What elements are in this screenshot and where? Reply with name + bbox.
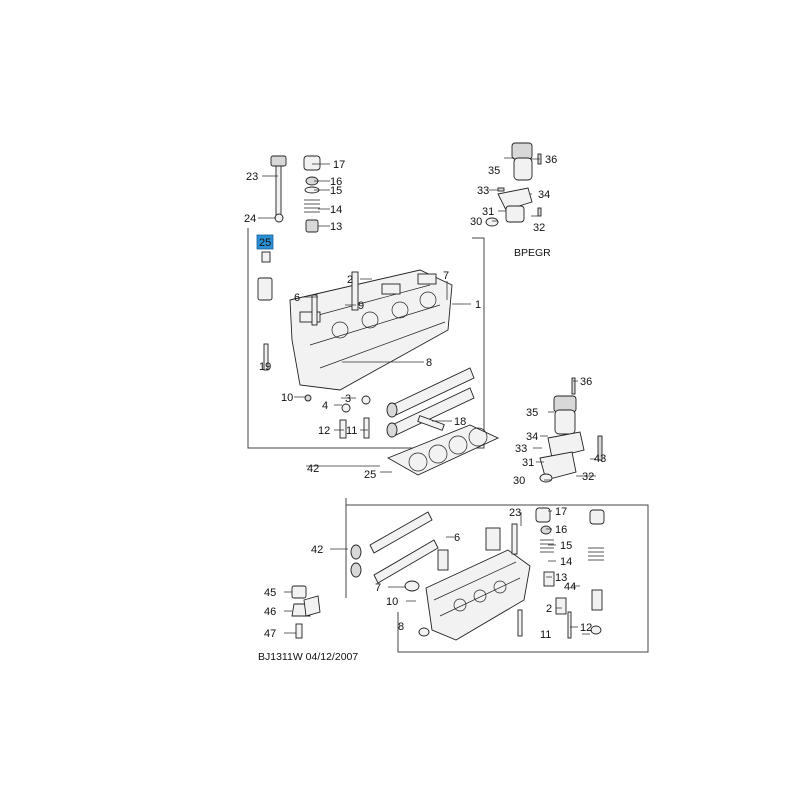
callout-6: 6 <box>294 292 300 304</box>
valve-parts-column-lower <box>535 507 605 639</box>
head-gasket-upper <box>386 424 500 476</box>
callout-34-lower: 34 <box>526 431 538 443</box>
callout-30-lower: 30 <box>513 475 525 487</box>
callout-10-lower: 10 <box>386 596 398 608</box>
valve-parts-column <box>270 155 321 233</box>
callout-13: 13 <box>330 221 342 233</box>
callout-11: 11 <box>346 425 357 437</box>
callout-34: 34 <box>538 189 550 201</box>
callout-18: 18 <box>454 416 466 428</box>
camshafts-upper <box>386 367 475 438</box>
footer-code: BJ1311W 04/12/2007 <box>258 651 358 663</box>
callout-8-lower: 8 <box>398 621 404 633</box>
callout-35: 35 <box>488 165 500 177</box>
callout-9: 9 <box>358 300 364 312</box>
callout-7: 7 <box>443 270 449 282</box>
callouts-egr-lower: 36 35 34 33 31 43 30 32 <box>513 376 606 487</box>
callouts-top-center: 23 17 16 15 14 24 13 <box>244 159 345 233</box>
callout-6-lower: 6 <box>454 532 460 544</box>
callout-43: 43 <box>594 453 606 465</box>
egr-valve-lower <box>539 377 603 483</box>
cylinder-head-upper <box>257 251 453 439</box>
callout-11-lower: 11 <box>540 629 551 641</box>
callouts-head-upper: 7 2 1 6 9 8 19 10 3 4 12 11 18 42 25 <box>259 270 481 481</box>
callouts-egr-upper: 35 36 33 34 31 30 32 BPEGR <box>470 154 557 259</box>
highlighted-part-25[interactable]: 25 <box>256 234 274 250</box>
callout-8: 8 <box>426 357 432 369</box>
callout-2: 2 <box>347 274 353 286</box>
callout-4: 4 <box>322 400 328 412</box>
callout-12-lower: 12 <box>580 622 592 634</box>
leader-lines <box>258 157 596 635</box>
callout-23: 23 <box>246 171 258 183</box>
callout-42-lower: 42 <box>311 544 323 556</box>
svg-text:25: 25 <box>259 237 271 249</box>
callout-47: 47 <box>264 628 276 640</box>
callout-3: 3 <box>345 393 351 405</box>
callout-10: 10 <box>281 392 293 404</box>
callout-42: 42 <box>307 463 319 475</box>
callout-24: 24 <box>244 213 256 225</box>
callout-2-lower: 2 <box>546 603 552 615</box>
callout-1: 1 <box>475 299 481 311</box>
egr-valve-upper <box>485 142 542 227</box>
callout-19: 19 <box>259 361 271 373</box>
callout-33-lower: 33 <box>515 443 527 455</box>
callout-13-lower: 13 <box>555 572 567 584</box>
callout-16: 16 <box>330 176 342 188</box>
callout-25: 25 <box>364 469 376 481</box>
callout-44: 44 <box>564 581 576 593</box>
callout-32: 32 <box>533 222 545 234</box>
egr-upper-caption: BPEGR <box>514 247 551 259</box>
callout-7-lower: 7 <box>375 582 381 594</box>
callout-32-lower: 32 <box>582 471 594 483</box>
callout-31: 31 <box>482 206 494 218</box>
callout-31-lower: 31 <box>522 457 534 469</box>
camshafts-lower <box>350 511 439 584</box>
callout-46: 46 <box>264 606 276 618</box>
callout-14-lower: 14 <box>560 556 572 568</box>
callout-33: 33 <box>477 185 489 197</box>
callout-17-lower: 17 <box>555 506 567 518</box>
callout-23-lower: 23 <box>509 507 521 519</box>
callouts-bracket: 45 46 47 <box>264 587 276 640</box>
callout-30: 30 <box>470 216 482 228</box>
callouts-head-lower: 17 23 16 6 15 42 14 7 13 10 44 2 8 12 11 <box>311 506 592 641</box>
callout-36-lower: 36 <box>580 376 592 388</box>
bracket-assembly <box>291 585 321 639</box>
callout-36: 36 <box>545 154 557 166</box>
callout-12: 12 <box>318 425 330 437</box>
callout-35-lower: 35 <box>526 407 538 419</box>
callout-15-lower: 15 <box>560 540 572 552</box>
callout-45: 45 <box>264 587 276 599</box>
cylinder-head-lower <box>404 523 531 641</box>
callout-17: 17 <box>333 159 345 171</box>
callout-14: 14 <box>330 204 342 216</box>
callout-15: 15 <box>330 185 342 197</box>
callout-16-lower: 16 <box>555 524 567 536</box>
